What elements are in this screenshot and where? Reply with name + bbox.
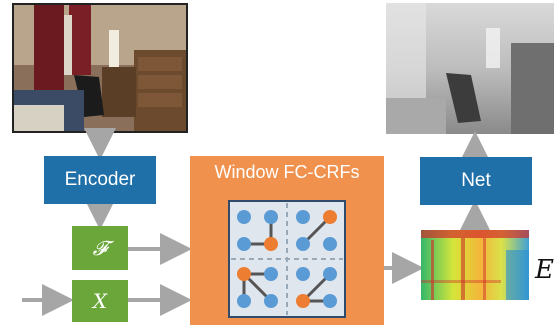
energy-label: E	[535, 255, 554, 285]
feature-box: 𝓕	[72, 226, 128, 270]
energy-heatmap	[421, 230, 529, 300]
x-input-label: X	[92, 289, 108, 313]
crf-window-grid	[228, 200, 346, 318]
x-input-box: X	[72, 280, 128, 322]
net-label: Net	[461, 170, 491, 191]
encoder-box: Encoder	[44, 156, 156, 204]
window-fc-crfs-title: Window FC-CRFs	[214, 162, 360, 182]
encoder-label: Encoder	[64, 169, 136, 190]
output-depth-map	[386, 3, 554, 134]
window-fc-crfs-block: Window FC-CRFs	[190, 156, 384, 325]
feature-label: 𝓕	[92, 236, 108, 260]
net-box: Net	[420, 157, 532, 205]
input-rgb-image	[12, 3, 188, 133]
